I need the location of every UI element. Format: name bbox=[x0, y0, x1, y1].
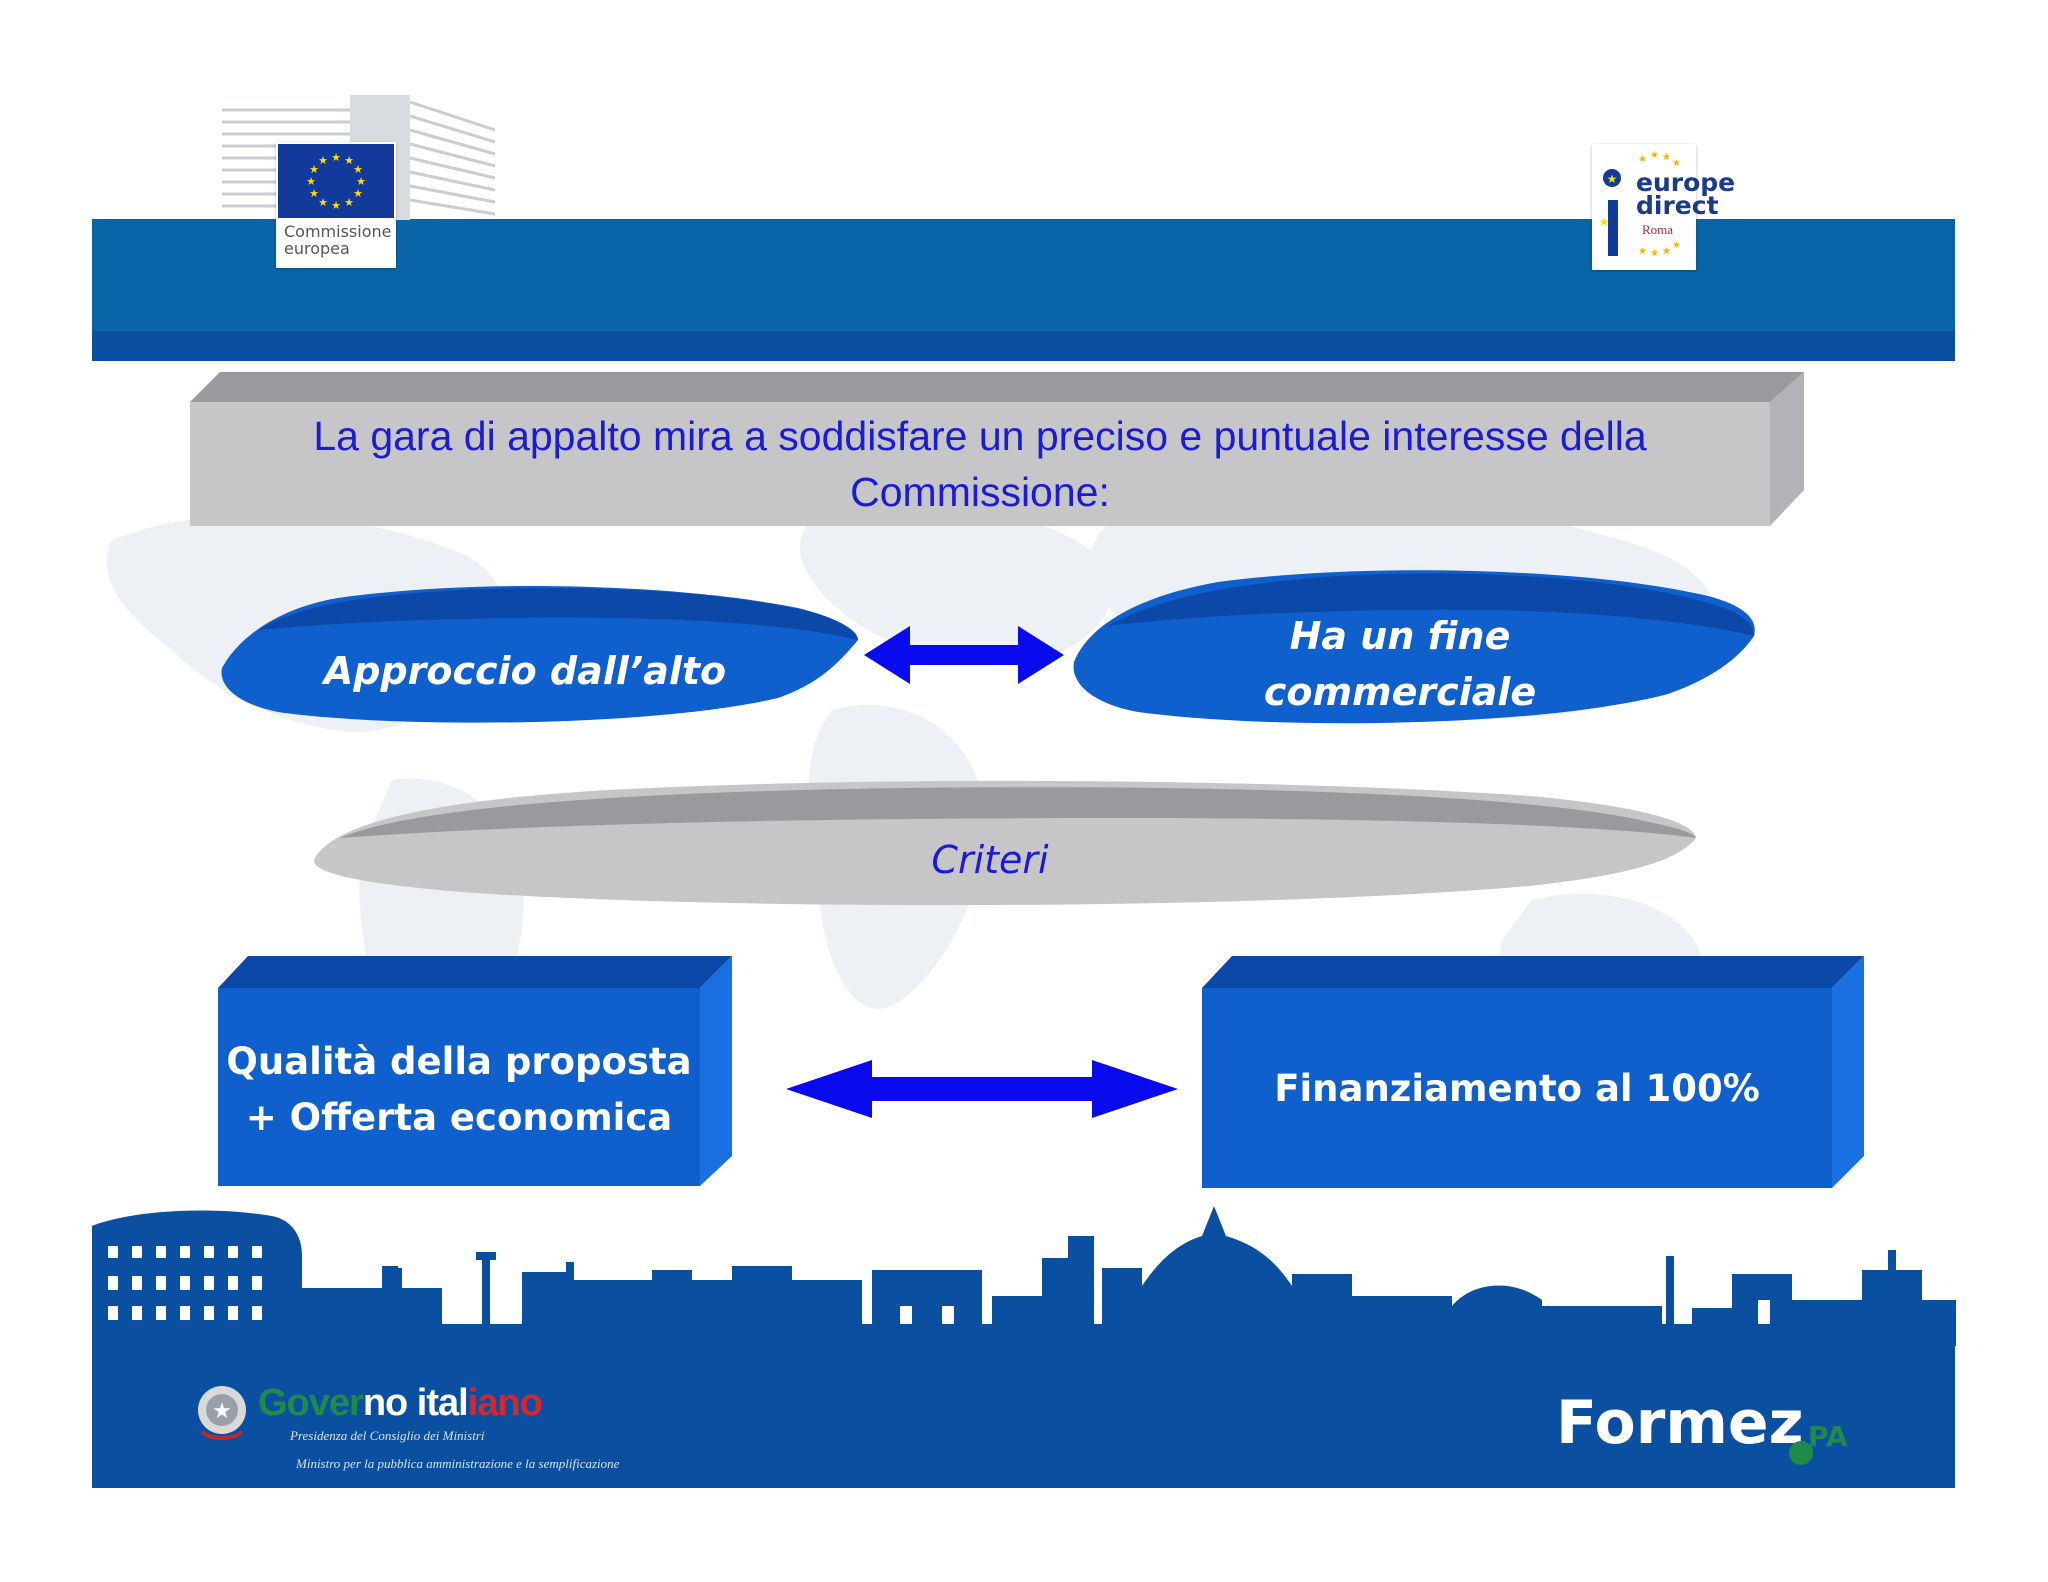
rome-skyline-silhouette bbox=[92, 1206, 1956, 1346]
svg-text:★: ★ bbox=[1650, 248, 1659, 259]
formez-logo: Formez bbox=[1556, 1388, 1804, 1458]
gov-title-green: Gover bbox=[258, 1382, 364, 1424]
bottom-double-arrow bbox=[786, 1060, 1178, 1118]
top-double-arrow bbox=[864, 626, 1064, 684]
formez-dot-icon bbox=[1789, 1441, 1813, 1465]
svg-text:★: ★ bbox=[1662, 246, 1671, 257]
right-ellipse-label-line1: Ha un fine bbox=[1289, 614, 1511, 658]
svg-text:★: ★ bbox=[331, 199, 341, 212]
left-ellipse-shape bbox=[221, 585, 858, 723]
footer-band bbox=[92, 1346, 1955, 1488]
gov-subtitle-1: Presidenza del Consiglio dei Ministri bbox=[290, 1428, 485, 1443]
left-box-label-line1: Qualità della proposta bbox=[226, 1040, 692, 1083]
europe-direct-emblem-icon: ★ ★ bbox=[1599, 169, 1621, 256]
svg-text:★: ★ bbox=[309, 163, 319, 176]
header-band-bottom bbox=[92, 331, 1955, 361]
svg-text:★: ★ bbox=[353, 163, 363, 176]
left-box-shape bbox=[218, 956, 732, 1186]
right-box-label: Finanziamento al 100% bbox=[1274, 1067, 1760, 1110]
svg-text:★: ★ bbox=[1638, 154, 1647, 165]
left-ellipse-label: Approccio dall’alto bbox=[323, 649, 727, 693]
governo-italiano-logo: Governo italiano bbox=[258, 1382, 543, 1425]
svg-text:★: ★ bbox=[1662, 152, 1671, 163]
ec-logo-label: Commissione europea bbox=[284, 222, 392, 258]
formez-pa-label: PA bbox=[1808, 1420, 1848, 1453]
criteri-ellipse-shape bbox=[313, 780, 1697, 906]
svg-text:★: ★ bbox=[1672, 158, 1681, 169]
eu-flag-icon: ★★★ ★★★ ★★★ ★★★ bbox=[278, 144, 394, 218]
diagram-title: La gara di appalto mira a soddisfare un … bbox=[313, 413, 1647, 515]
gov-title-white: no ital bbox=[362, 1382, 469, 1424]
svg-text:★: ★ bbox=[344, 196, 354, 209]
right-box-shape bbox=[1202, 956, 1864, 1188]
svg-text:★: ★ bbox=[318, 196, 328, 209]
italian-republic-emblem-icon: ★ bbox=[198, 1386, 246, 1440]
svg-text:★: ★ bbox=[331, 151, 341, 164]
title-box-shape bbox=[190, 372, 1804, 526]
europe-direct-stars-icon: ★★★★ ★★★★ bbox=[1638, 150, 1681, 259]
svg-text:★: ★ bbox=[1650, 150, 1659, 161]
svg-text:★: ★ bbox=[1672, 240, 1681, 251]
right-ellipse-shape bbox=[1073, 570, 1755, 724]
svg-text:★: ★ bbox=[1599, 215, 1610, 229]
criteri-label: Criteri bbox=[931, 838, 1049, 882]
gov-subtitle-2: Ministro per la pubblica amministrazione… bbox=[296, 1456, 620, 1471]
europe-direct-line1: europe bbox=[1636, 168, 1736, 197]
right-ellipse-label-line2: commerciale bbox=[1263, 670, 1537, 714]
europe-direct-city: Roma bbox=[1642, 222, 1674, 237]
svg-text:★: ★ bbox=[212, 1399, 232, 1424]
svg-text:★: ★ bbox=[1638, 246, 1647, 257]
gov-title-red: iano bbox=[467, 1382, 543, 1424]
svg-text:★: ★ bbox=[1607, 172, 1618, 186]
svg-text:★: ★ bbox=[344, 154, 354, 167]
svg-text:★: ★ bbox=[318, 154, 328, 167]
svg-text:★: ★ bbox=[356, 175, 366, 188]
svg-text:★: ★ bbox=[306, 175, 316, 188]
europe-direct-line2: direct bbox=[1636, 191, 1719, 220]
svg-text:★: ★ bbox=[309, 187, 319, 200]
left-box-label-line2: + Offerta economica bbox=[245, 1096, 673, 1139]
svg-text:★: ★ bbox=[353, 187, 363, 200]
